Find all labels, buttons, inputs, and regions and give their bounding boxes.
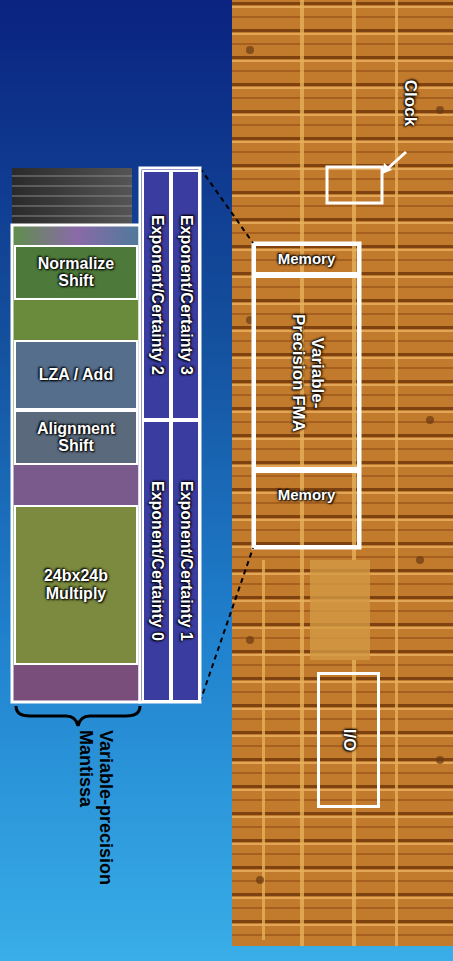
- block-label: 24bx24b Multiply: [22, 567, 130, 602]
- label-box: Clock: [388, 58, 432, 148]
- normalize-block: Normalize Shift: [14, 245, 138, 300]
- block-label: I/O: [339, 677, 358, 803]
- label-box: Variable-precision Mantissa: [66, 728, 124, 956]
- block-label: Exponent/Certainty 2: [148, 175, 166, 415]
- block-label: Exponent/Certainty 0: [148, 425, 166, 697]
- multiply-block: 24bx24b Multiply: [14, 505, 138, 665]
- memory-block: Memory: [253, 470, 360, 548]
- zoom-line: [200, 548, 253, 702]
- exponent-block: Exponent/Certainty 2: [142, 170, 171, 420]
- exponent-block: Exponent/Certainty 1: [171, 420, 200, 702]
- block-label: Memory: [261, 251, 352, 268]
- exponent-block: Exponent/Certainty 0: [142, 420, 171, 702]
- bracket: [16, 706, 140, 726]
- mantissa-outline: [12, 225, 140, 702]
- zoom-line: [200, 168, 253, 243]
- block-label: Normalize Shift: [22, 255, 130, 290]
- memory-block: Memory: [253, 243, 360, 275]
- lza-block: LZA / Add: [14, 340, 138, 410]
- circuit-area: [12, 465, 140, 505]
- clock-box: [327, 167, 382, 203]
- circuit-lines: [12, 176, 132, 216]
- clock-label: Clock: [401, 60, 420, 146]
- block-label: Exponent/Certainty 1: [177, 425, 195, 697]
- exponent-outline: [140, 168, 200, 702]
- die-wires: [262, 0, 398, 946]
- block-label: Memory: [261, 487, 352, 504]
- exponent-block: Exponent/Certainty 3: [171, 170, 200, 420]
- circuit-area: [12, 665, 140, 702]
- arrow-head: [382, 163, 392, 174]
- mantissa-label: Variable-precision Mantissa: [75, 730, 115, 954]
- fma-outline: [253, 243, 360, 548]
- io-block: I/O: [317, 672, 380, 808]
- block-label: Exponent/Certainty 3: [177, 175, 195, 415]
- fma-block: Variable-Precision FMA: [253, 275, 360, 470]
- die: [232, 0, 453, 946]
- die-dots: [246, 46, 444, 884]
- circuit-area: [12, 168, 132, 225]
- block-label: LZA / Add: [22, 366, 130, 384]
- circuit-area: [12, 300, 140, 340]
- block-label: Alignment Shift: [22, 420, 130, 455]
- clock-arrow: [386, 152, 406, 170]
- mantissa-area: [12, 225, 140, 702]
- block-label: Variable-Precision FMA: [288, 305, 325, 440]
- alignment-block: Alignment Shift: [14, 410, 138, 465]
